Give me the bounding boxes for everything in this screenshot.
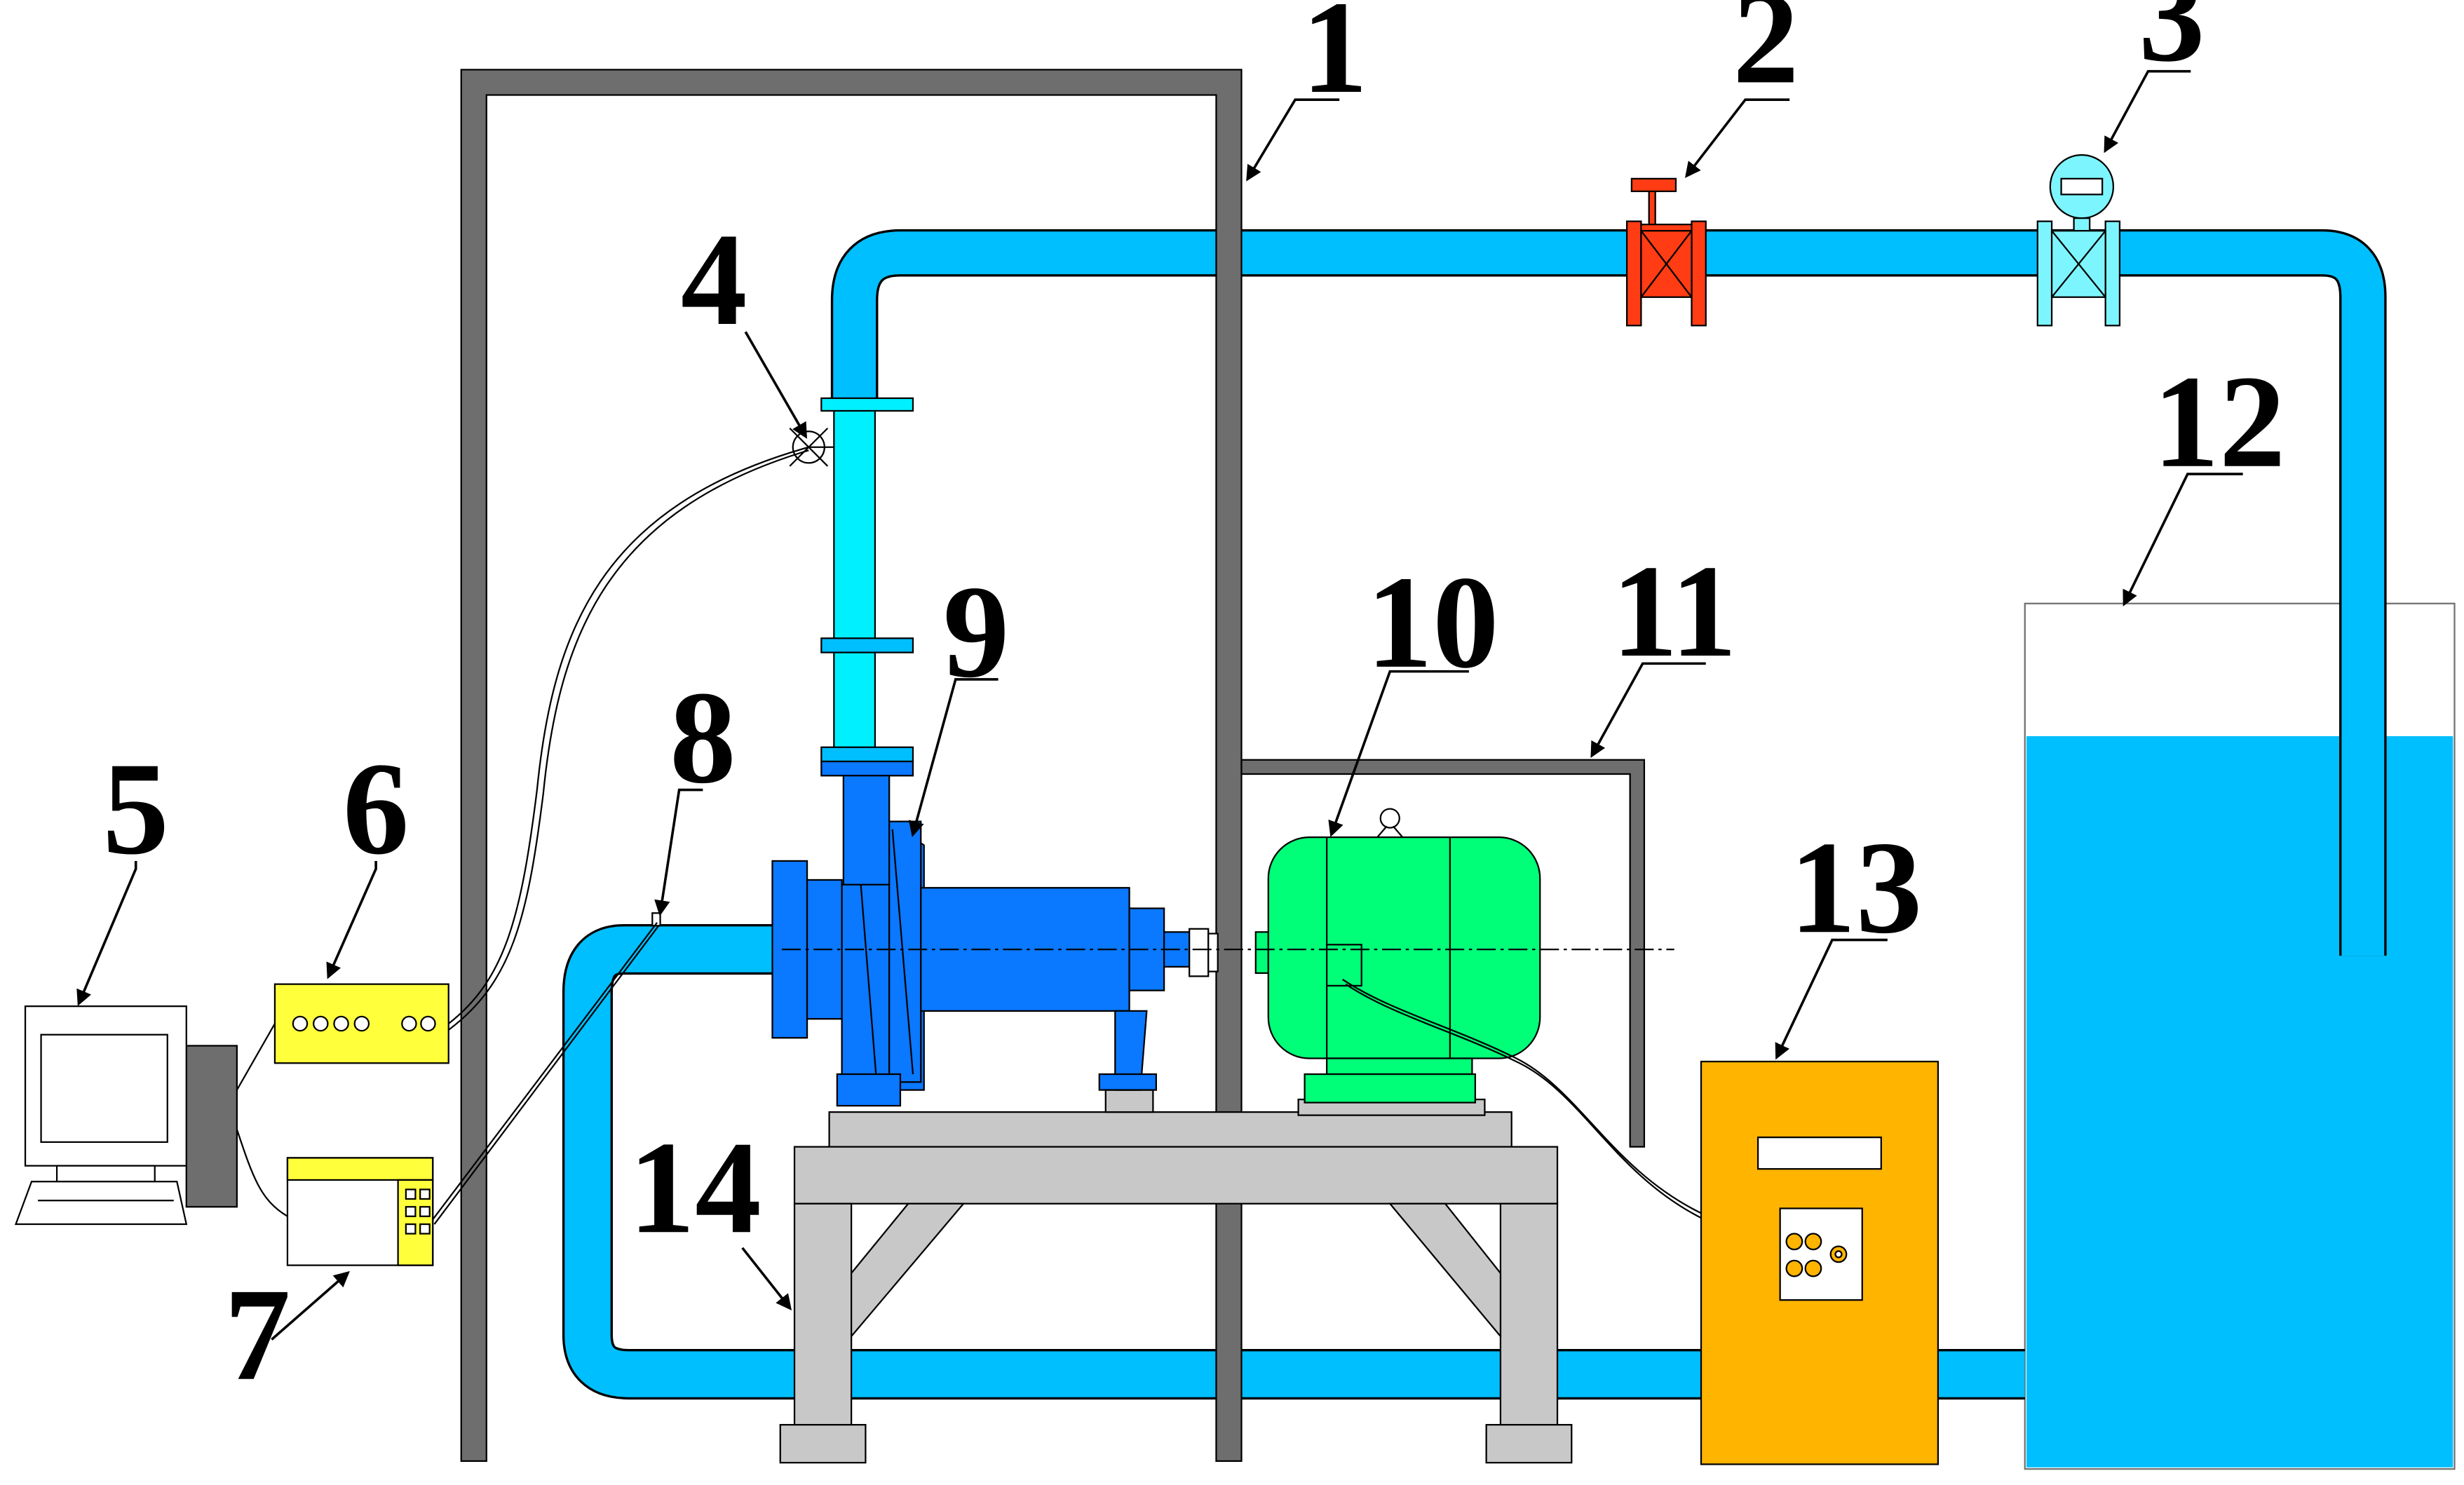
computer	[14, 1005, 238, 1226]
control-cabinet	[1700, 1060, 1940, 1465]
label-1: 1	[1301, 0, 1368, 121]
centrifugal-pump	[771, 775, 1191, 1107]
flowmeter	[2036, 154, 2121, 327]
label-3: 3	[2139, 0, 2205, 89]
signal-analyzer	[286, 1157, 434, 1266]
pressure-sensor	[789, 427, 834, 467]
pipe-network	[562, 229, 2387, 1400]
label-7: 7	[224, 1261, 291, 1408]
water-tank	[2024, 602, 2456, 1470]
signal-cables	[236, 446, 1702, 1225]
label-9: 9	[943, 557, 1010, 705]
test-bench	[779, 1089, 1573, 1464]
label-10: 10	[1366, 548, 1498, 696]
label-11: 11	[1611, 537, 1737, 684]
label-5: 5	[102, 735, 169, 882]
label-8: 8	[670, 663, 736, 811]
flange-lower	[820, 746, 914, 763]
flange-top	[820, 397, 914, 412]
callout-labels: 1 2 3 4 5 6 7 8 9 10 11 12 13 14	[102, 0, 2285, 1408]
label-12: 12	[2153, 348, 2285, 495]
motor-frame	[1240, 759, 1646, 1148]
tank-water	[2026, 735, 2453, 1467]
flange-middle	[820, 637, 914, 653]
label-4: 4	[681, 205, 747, 353]
leader-lines	[76, 69, 2243, 1341]
label-6: 6	[343, 735, 409, 882]
electric-motor	[1267, 808, 1541, 1104]
label-13: 13	[1789, 813, 1922, 961]
label-14: 14	[629, 1113, 761, 1261]
data-acquisition-unit	[273, 983, 449, 1064]
label-2: 2	[1733, 0, 1799, 111]
gate-valve	[1626, 177, 1707, 327]
outer-frame	[460, 69, 1243, 1463]
outlet-pipe-section	[820, 397, 914, 777]
